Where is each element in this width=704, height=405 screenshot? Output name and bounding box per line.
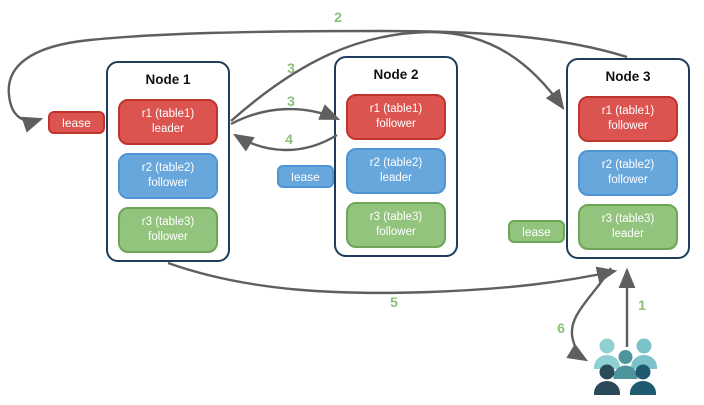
step-label-6: 6 bbox=[557, 320, 565, 336]
lease-badge-r3: lease bbox=[508, 220, 565, 243]
arrow-step3-node1-to-node2 bbox=[230, 104, 341, 126]
arrow-step2-node3-to-lease bbox=[7, 29, 628, 133]
node-2-title: Node 2 bbox=[373, 67, 419, 82]
node-1: Node 1 r1 (table1) leader r2 (table2) fo… bbox=[106, 61, 230, 262]
node-3: Node 3 r1 (table1) follower r2 (table2) … bbox=[566, 58, 690, 259]
step-label-5: 5 bbox=[390, 294, 398, 310]
replica-role: follower bbox=[608, 120, 648, 132]
replica-role: follower bbox=[376, 118, 416, 130]
node-3-replica-r2: r2 (table2) follower bbox=[578, 150, 678, 196]
step-label-4: 4 bbox=[285, 131, 293, 147]
node-2-replica-r1: r1 (table1) follower bbox=[346, 94, 446, 140]
arrow-step4-node2-to-node1 bbox=[232, 133, 338, 152]
replica-range: r1 (table1) bbox=[601, 105, 655, 118]
node-3-replica-r1: r1 (table1) follower bbox=[578, 96, 678, 142]
node-1-title: Node 1 bbox=[145, 72, 191, 87]
node-1-replica-r2: r2 (table2) follower bbox=[118, 153, 218, 199]
replica-range: r3 (table3) bbox=[369, 211, 423, 224]
lease-badge-r1: lease bbox=[48, 111, 105, 134]
replica-range: r2 (table2) bbox=[141, 162, 195, 175]
node-2: Node 2 r1 (table1) follower r2 (table2) … bbox=[334, 56, 458, 257]
node-1-replica-r3: r3 (table3) follower bbox=[118, 207, 218, 253]
node-3-title: Node 3 bbox=[605, 69, 651, 84]
replica-role: follower bbox=[148, 177, 188, 189]
lease-badge-r2: lease bbox=[277, 165, 334, 188]
step-label-1: 1 bbox=[638, 297, 646, 313]
replica-range: r1 (table1) bbox=[369, 103, 423, 116]
replica-range: r1 (table1) bbox=[141, 108, 195, 121]
step-label-2: 2 bbox=[334, 9, 342, 25]
node-2-replica-r3: r3 (table3) follower bbox=[346, 202, 446, 248]
replica-range: r2 (table2) bbox=[601, 159, 655, 172]
node-1-replica-r1: r1 (table1) leader bbox=[118, 99, 218, 145]
node-3-replica-r3: r3 (table3) leader bbox=[578, 204, 678, 250]
arrow-step3-node1-to-node3 bbox=[230, 30, 565, 122]
replica-role: leader bbox=[380, 172, 412, 184]
replica-range: r3 (table3) bbox=[601, 213, 655, 226]
replica-range: r3 (table3) bbox=[141, 216, 195, 229]
replica-role: follower bbox=[148, 231, 188, 243]
arrow-step6-node3-to-users bbox=[566, 267, 613, 362]
replica-range: r2 (table2) bbox=[369, 157, 423, 170]
users-group-icon bbox=[594, 338, 657, 395]
node-2-replica-r2: r2 (table2) leader bbox=[346, 148, 446, 194]
arrow-step5-node1-to-node3 bbox=[167, 261, 618, 295]
step-label-3a: 3 bbox=[287, 60, 295, 76]
replica-role: follower bbox=[608, 174, 648, 186]
replica-role: follower bbox=[376, 226, 416, 238]
step-label-3b: 3 bbox=[287, 93, 295, 109]
replica-role: leader bbox=[152, 123, 184, 135]
replica-role: leader bbox=[612, 228, 644, 240]
